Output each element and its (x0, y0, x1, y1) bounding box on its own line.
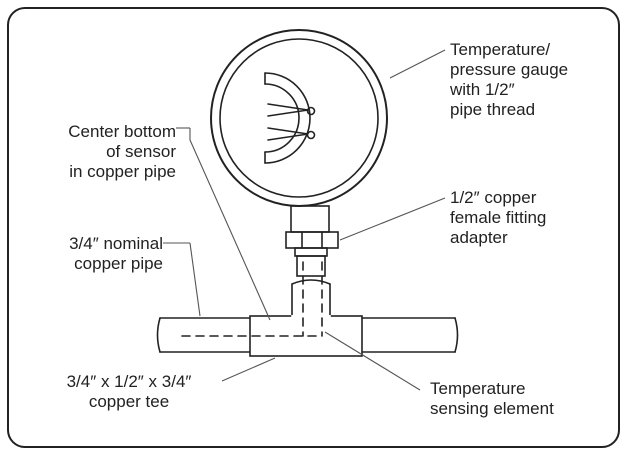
diagram-frame (7, 7, 620, 448)
gauge-needle-upper (267, 103, 309, 117)
label-pipe: 3/4″ nominal copper pipe (69, 234, 163, 273)
leader-tee (221, 357, 276, 382)
pressure-gauge (210, 29, 388, 207)
label-sensing-element: Temperature sensing element (430, 379, 554, 418)
label-sensor-bottom: Center bottom of sensor in copper pipe (68, 122, 176, 181)
female-fitting-adapter (285, 205, 339, 277)
copper-tee (156, 279, 459, 357)
temperature-sensing-element (181, 261, 323, 337)
gauge-needle-lower (267, 127, 309, 141)
gauge-dial-arc (264, 72, 311, 164)
leader-fitting (339, 197, 446, 241)
label-tee: 3/4″ x 1/2″ x 3/4″ copper tee (66, 372, 192, 411)
leader-gauge (389, 49, 446, 79)
label-gauge: Temperature/ pressure gauge with 1/2″ pi… (450, 40, 569, 119)
label-fitting: 1/2″ copper female fitting adapter (450, 188, 547, 247)
leader-element (324, 331, 421, 391)
